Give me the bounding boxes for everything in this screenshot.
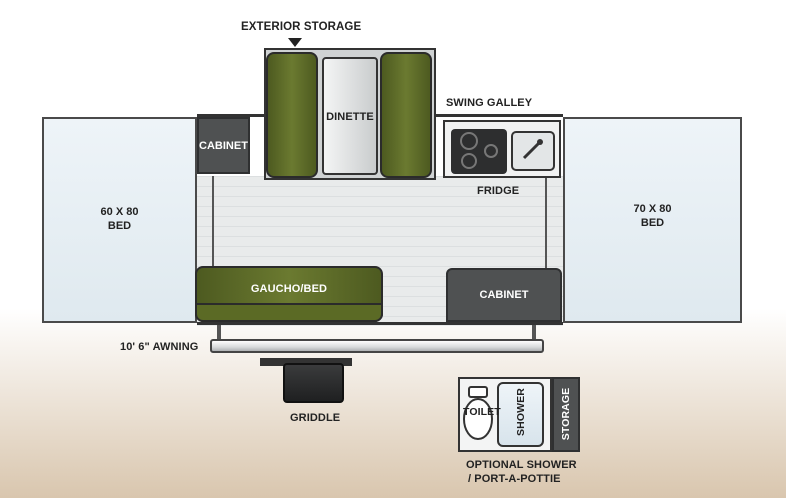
swing-galley-label: SWING GALLEY	[446, 97, 533, 109]
toilet-label: TOILET	[463, 406, 501, 418]
awning-label: 10' 6" AWNING	[120, 341, 199, 353]
gaucho-front	[195, 303, 383, 322]
bed-left-label: BED	[107, 220, 132, 232]
cabinet-left-label: CABINET	[199, 139, 248, 152]
optional-label-line2: / PORT-A-POTTIE	[468, 473, 561, 485]
cabinet-right: CABINET	[446, 268, 562, 322]
awning-mount-left	[217, 325, 221, 341]
bed-left-size: 60 X 80	[100, 206, 139, 218]
bed-right-label: BED	[640, 217, 665, 229]
toilet-icon	[463, 386, 493, 440]
shower-pan	[497, 382, 544, 447]
wall-bottom	[197, 322, 563, 325]
griddle-mount	[260, 358, 352, 366]
dinette-seat-right	[380, 52, 432, 178]
cabinet-left: CABINET	[197, 117, 250, 174]
bed-right-size: 70 X 80	[633, 203, 672, 215]
down-arrow-icon	[288, 38, 302, 47]
faucet-icon	[522, 139, 543, 160]
storage-box	[552, 377, 580, 452]
dinette-table	[322, 57, 378, 175]
bed-left	[42, 117, 197, 323]
wall-top-left	[197, 114, 265, 117]
wall-top-right	[435, 114, 563, 117]
dinette-label: DINETTE	[326, 111, 374, 123]
wall-left-inner	[212, 176, 214, 270]
fridge-label: FRIDGE	[477, 185, 520, 197]
cabinet-right-label: CABINET	[479, 289, 529, 301]
exterior-storage-label: EXTERIOR STORAGE	[241, 21, 362, 33]
awning-mount-right	[532, 325, 536, 341]
bed-right	[563, 117, 742, 323]
shower-label: SHOWER	[515, 388, 527, 436]
griddle-label: GRIDDLE	[290, 412, 341, 424]
gaucho-label: GAUCHO/BED	[250, 283, 328, 295]
wall-right-inner	[545, 176, 547, 270]
storage-label: STORAGE	[560, 387, 572, 441]
dinette-seat-left	[266, 52, 318, 178]
griddle	[283, 363, 344, 403]
awning-bar	[210, 339, 544, 353]
optional-label-line1: OPTIONAL SHOWER	[466, 459, 577, 471]
burner-icon	[460, 132, 498, 169]
